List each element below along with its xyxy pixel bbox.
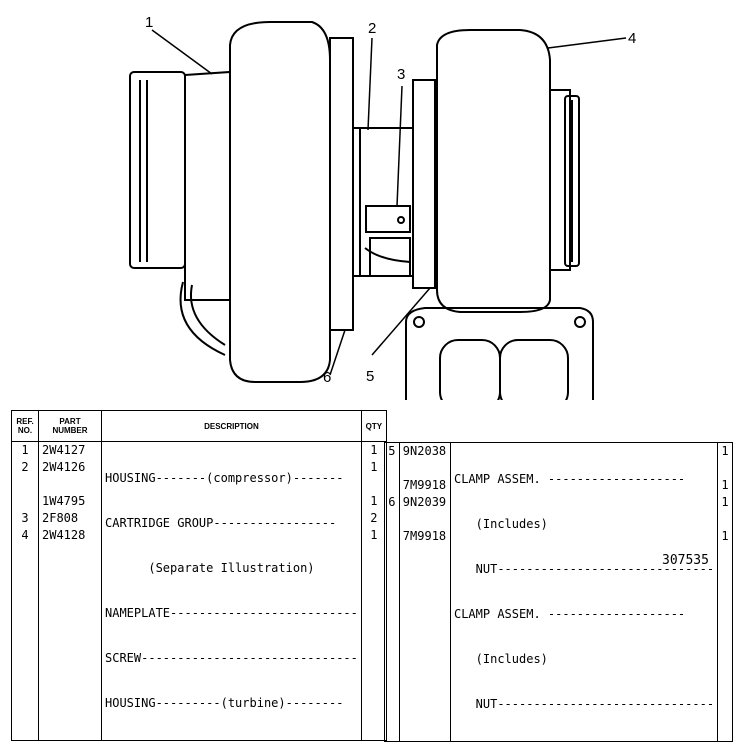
header-description: DESCRIPTION bbox=[101, 410, 362, 442]
ref-cell bbox=[388, 477, 396, 494]
part-cell: 9N2038 bbox=[402, 444, 447, 458]
qty-cell: 1 bbox=[370, 528, 378, 542]
description-cell: NUT------------------------------ bbox=[453, 562, 715, 576]
table-row: 1 2 3 4 2W4127 2W4126 1W4795 2F808 2W412… bbox=[11, 441, 387, 741]
part-cell: 9N2039 bbox=[402, 495, 447, 509]
description-cell: HOUSING-------(compressor)------- bbox=[105, 471, 344, 485]
header-ref-no: REF. NO. bbox=[11, 410, 39, 442]
turbocharger-drawing bbox=[129, 21, 627, 400]
description-cell: (Separate Illustration) bbox=[105, 561, 315, 575]
callout-5: 5 bbox=[366, 368, 375, 385]
ref-cell: 2 bbox=[21, 460, 29, 474]
ref-cell bbox=[388, 511, 396, 528]
drawing-number: 307535 bbox=[662, 553, 709, 568]
description-cell: SCREW------------------------------ bbox=[105, 651, 358, 665]
part-cell: 2W4128 bbox=[42, 528, 86, 542]
part-cell bbox=[403, 511, 447, 528]
callout-3: 3 bbox=[397, 66, 406, 83]
qty-cell: 1 bbox=[370, 443, 378, 457]
description-cell: (Includes) bbox=[453, 517, 548, 531]
part-cell bbox=[403, 460, 447, 477]
callout-4: 4 bbox=[628, 30, 637, 47]
ref-cell bbox=[15, 476, 35, 493]
part-cell: 7M9918 bbox=[402, 478, 447, 492]
table-row: 5 6 9N2038 7M9918 9N2039 7M9918 CLAMP AS… bbox=[384, 442, 733, 742]
ref-cell bbox=[388, 528, 396, 545]
description-cell: (Includes) bbox=[453, 652, 548, 666]
ref-cell: 3 bbox=[21, 511, 29, 525]
part-cell: 7M9918 bbox=[402, 529, 447, 543]
ref-cell: 1 bbox=[21, 443, 29, 457]
header-part-number: PART NUMBER bbox=[38, 410, 102, 442]
part-cell: 2F808 bbox=[42, 511, 79, 525]
qty-cell: 1 bbox=[721, 444, 729, 458]
description-cell: HOUSING---------(turbine)-------- bbox=[105, 696, 344, 710]
ref-cell: 5 bbox=[388, 444, 396, 458]
qty-cell bbox=[721, 511, 729, 528]
qty-cell: 1 bbox=[370, 460, 378, 474]
callout-1: 1 bbox=[145, 14, 154, 31]
description-cell: CLAMP ASSEM. ------------------- bbox=[453, 607, 686, 621]
callout-6: 6 bbox=[323, 369, 332, 386]
qty-cell: 1 bbox=[721, 529, 729, 543]
description-cell: CARTRIDGE GROUP----------------- bbox=[105, 516, 337, 530]
part-cell: 2W4126 bbox=[42, 460, 86, 474]
qty-cell bbox=[721, 460, 729, 477]
qty-cell bbox=[365, 476, 383, 493]
table-header-row: REF. NO. PART NUMBER DESCRIPTION QTY bbox=[11, 410, 387, 442]
ref-cell: 4 bbox=[21, 528, 29, 542]
parts-table-right: 5 6 9N2038 7M9918 9N2039 7M9918 CLAMP AS… bbox=[384, 442, 733, 742]
ref-cell: 6 bbox=[388, 495, 396, 509]
ref-cell bbox=[388, 460, 396, 477]
description-cell: NAMEPLATE-------------------------- bbox=[105, 606, 358, 620]
qty-cell: 1 bbox=[721, 495, 729, 509]
qty-cell: 1 bbox=[370, 494, 378, 508]
callout-2: 2 bbox=[368, 20, 377, 37]
header-qty: QTY bbox=[360, 410, 387, 442]
part-cell bbox=[42, 476, 98, 493]
description-cell: CLAMP ASSEM. ------------------- bbox=[453, 472, 686, 486]
qty-cell: 1 bbox=[721, 478, 729, 492]
qty-cell: 2 bbox=[370, 511, 378, 525]
ref-cell bbox=[15, 493, 35, 510]
part-cell: 2W4127 bbox=[42, 443, 86, 457]
part-cell: 1W4795 bbox=[42, 494, 86, 508]
description-cell: NUT------------------------------ bbox=[453, 697, 715, 711]
